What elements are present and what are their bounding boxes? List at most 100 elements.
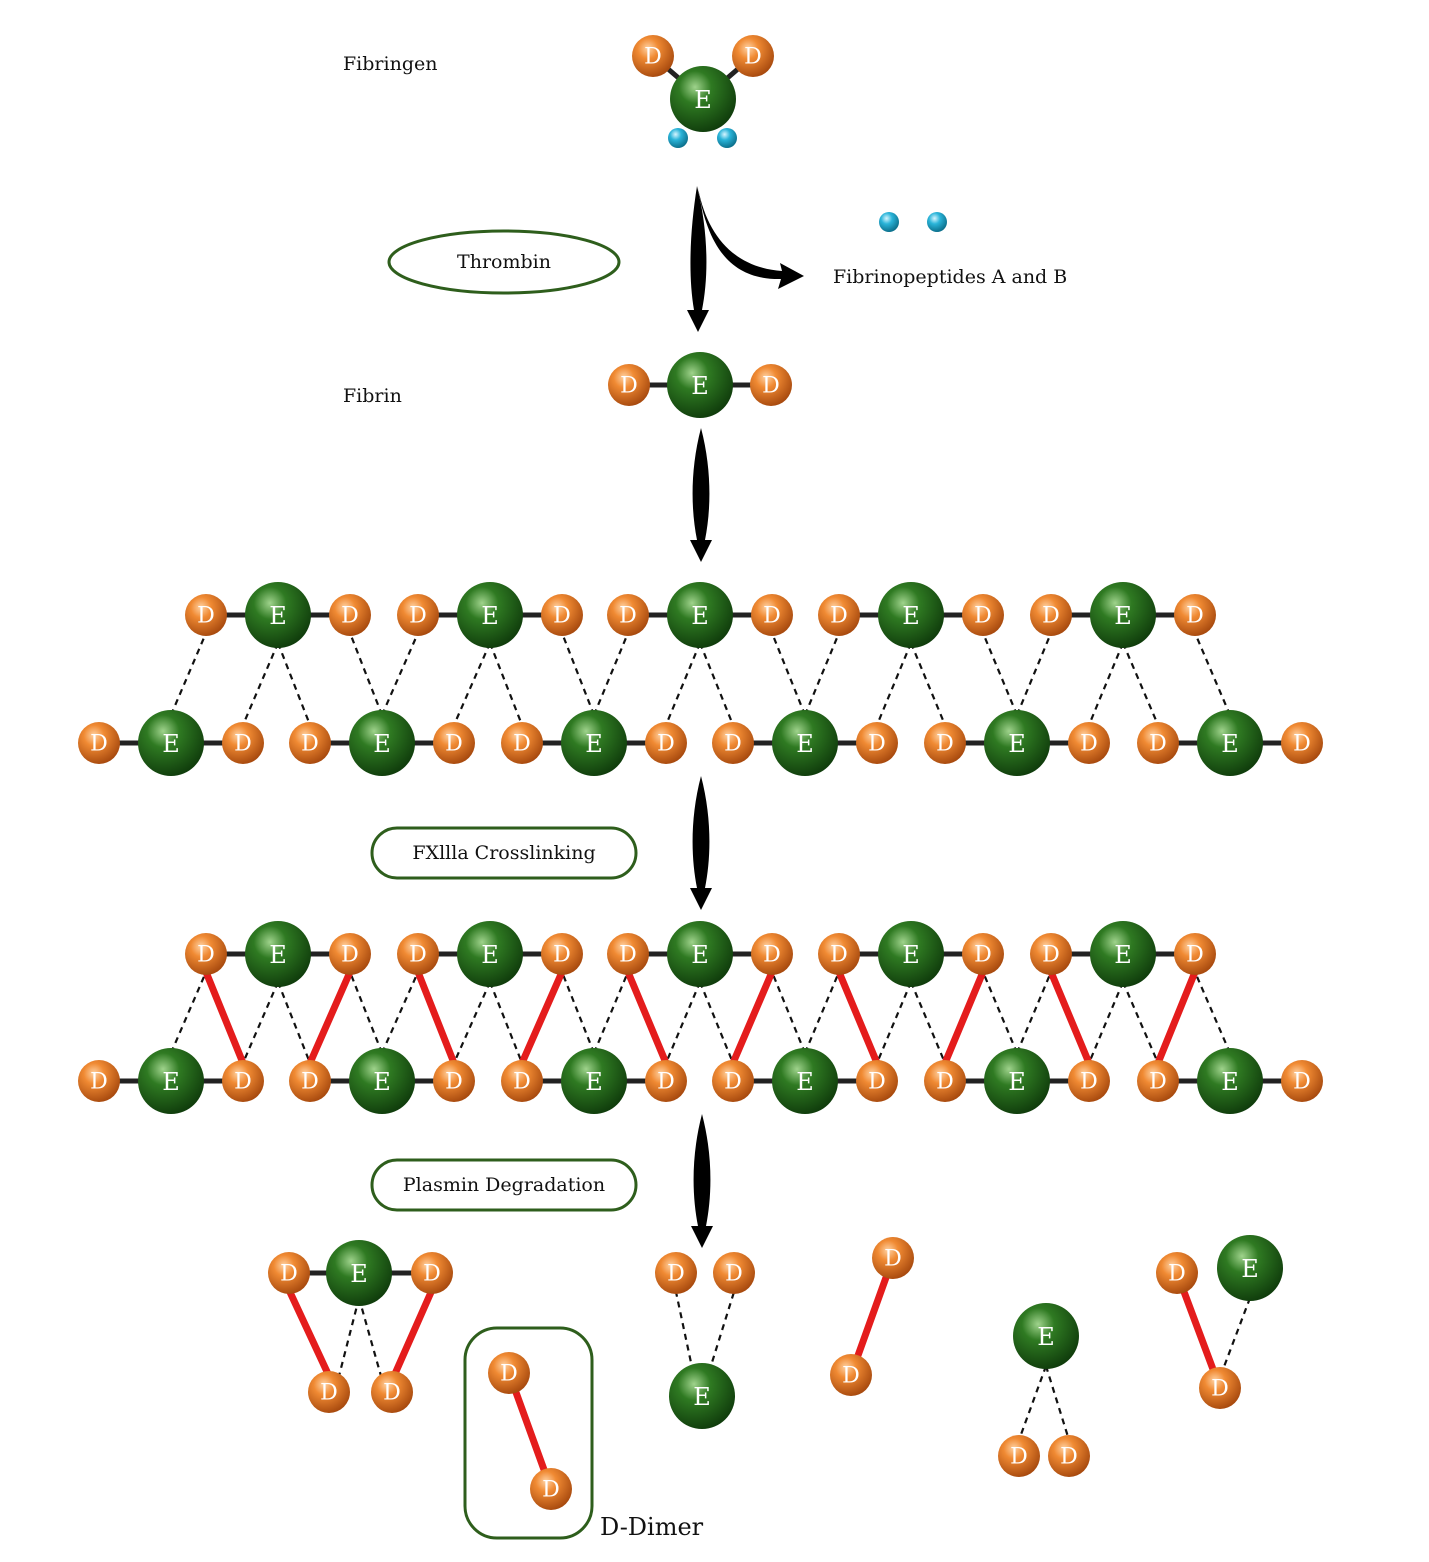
d-domain: D: [924, 1060, 966, 1102]
d-domain: D: [1156, 1252, 1198, 1294]
d-domain: D: [222, 1060, 264, 1102]
plasmin-label: Plasmin Degradation: [403, 1174, 605, 1196]
fragment-link: [1220, 1297, 1252, 1373]
arrow-degradation: [691, 1114, 713, 1248]
e-domain: E: [349, 710, 415, 776]
e-domain-label: E: [1221, 1068, 1239, 1096]
d-domain: D: [397, 933, 439, 975]
crosslinked-knob-hole-link: [380, 971, 420, 1054]
d-domain: D: [501, 722, 543, 764]
protofibril-knob-hole-link: [241, 642, 280, 726]
d-domain: D: [541, 933, 583, 975]
fragment-link: [1017, 1365, 1048, 1441]
crosslinked-knob-hole-link: [348, 971, 384, 1054]
d-domain: D: [712, 1060, 754, 1102]
d-domain-label: D: [553, 604, 571, 629]
d-domain: D: [1281, 1060, 1323, 1102]
protofibril-knob-hole-link: [909, 642, 947, 726]
crosslinked-knob-hole-link: [276, 981, 312, 1064]
crosslinked-knob-hole-link: [770, 971, 807, 1054]
e-domain-label: E: [481, 941, 499, 969]
d-domain: D: [632, 35, 674, 77]
crosslinked-knob-hole-link: [488, 981, 524, 1064]
e-domain-label: E: [373, 1068, 391, 1096]
fibrinopeptide: [927, 212, 947, 232]
e-domain: E: [1013, 1303, 1079, 1369]
d-domain-label: D: [974, 604, 992, 629]
d-domain-label: D: [936, 732, 954, 757]
d-domain-label: D: [1080, 1070, 1098, 1095]
d-domain-label: D: [1060, 1445, 1078, 1470]
d-domain: D: [818, 594, 860, 636]
d-domain-label: D: [744, 45, 762, 70]
d-domain: D: [645, 722, 687, 764]
e-domain-label: E: [269, 602, 287, 630]
d-domain-label: D: [1080, 732, 1098, 757]
d-domain: D: [607, 594, 649, 636]
e-domain: E: [984, 710, 1050, 776]
d-domain: D: [501, 1060, 543, 1102]
d-domain: D: [856, 722, 898, 764]
e-domain: E: [878, 921, 944, 987]
d-domain: D: [732, 35, 774, 77]
plasmin-enzyme-box: [370, 1158, 638, 1212]
e-domain: E: [457, 582, 523, 648]
e-domain-label: E: [902, 941, 920, 969]
crosslinked-crosslink: [306, 968, 354, 1067]
d-domain-label: D: [1042, 604, 1060, 629]
protofibril-knob-hole-link: [348, 632, 384, 716]
e-domain-label: E: [1241, 1255, 1259, 1283]
crosslinked-knob-hole-link: [909, 981, 947, 1064]
d-dimer-box: [463, 1326, 594, 1540]
d-domain: D: [607, 933, 649, 975]
d-domain-label: D: [974, 943, 992, 968]
d-domain: D: [818, 933, 860, 975]
d-domain-label: D: [644, 45, 662, 70]
d-domain-label: D: [234, 732, 252, 757]
e-domain-label: E: [1008, 730, 1026, 758]
fragment-crosslink: [285, 1286, 333, 1380]
fibrinopeptides-label: Fibrinopeptides A and B: [833, 266, 1067, 288]
e-domain: E: [138, 1048, 204, 1114]
d-domain: D: [1174, 933, 1216, 975]
e-domain: E: [349, 1048, 415, 1114]
protofibril-knob-hole-link: [276, 642, 312, 726]
d-domain-label: D: [763, 943, 781, 968]
d-domain: D: [530, 1468, 572, 1510]
d-domain-label: D: [762, 374, 780, 399]
d-domain-label: D: [1149, 1070, 1167, 1095]
d-domain-label: D: [409, 604, 427, 629]
e-domain: E: [772, 1048, 838, 1114]
d-domain-label: D: [1168, 1262, 1186, 1287]
thrombin-enzyme-oval: [387, 229, 621, 295]
d-domain: D: [308, 1371, 350, 1413]
e-domain-label: E: [796, 730, 814, 758]
d-domain: D: [289, 1060, 331, 1102]
fibrinopeptide: [717, 128, 737, 148]
d-domain-label: D: [1010, 1445, 1028, 1470]
e-domain-label: E: [1037, 1323, 1055, 1351]
fragment-crosslink: [390, 1286, 436, 1380]
e-domain: E: [670, 66, 736, 132]
e-domain-label: E: [691, 372, 709, 400]
d-domain: D: [962, 594, 1004, 636]
e-domain-label: E: [1008, 1068, 1026, 1096]
crosslinked-crosslink: [1047, 968, 1093, 1067]
d-domain-label: D: [1186, 943, 1204, 968]
d-domain: D: [856, 1060, 898, 1102]
d-domain-label: D: [1211, 1377, 1229, 1402]
d-domain-label: D: [280, 1262, 298, 1287]
d-domain: D: [268, 1252, 310, 1294]
e-domain-label: E: [1114, 941, 1132, 969]
e-domain: E: [984, 1048, 1050, 1114]
e-domain: E: [138, 710, 204, 776]
d-domain-label: D: [301, 1070, 319, 1095]
arrow-crosslinking: [690, 776, 712, 910]
d-domain-label: D: [884, 1247, 902, 1272]
e-domain-label: E: [694, 86, 712, 114]
d-domain: D: [185, 933, 227, 975]
crosslinked-crosslink: [624, 968, 670, 1067]
e-domain: E: [326, 1240, 392, 1306]
d-domain-label: D: [320, 1381, 338, 1406]
